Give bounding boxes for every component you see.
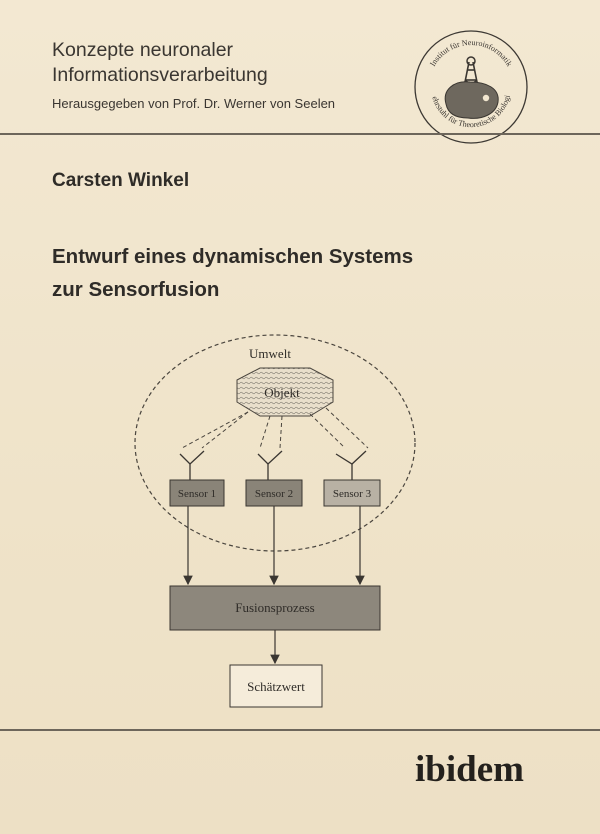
environment-boundary [134, 334, 416, 552]
estimate-label: Schätzwert [247, 679, 305, 694]
institute-logo: Institut für Neuroinformatik Lehrstuhl f… [412, 28, 528, 144]
sensor-arrows [183, 506, 365, 586]
fusion-box [169, 585, 381, 631]
book-title: Entwurf eines dynamischen Systems zur Se… [52, 240, 413, 306]
brain-icon [444, 81, 499, 119]
sensor-fusion-diagram: Umwelt Objekt Sensor 1 Sensor 2 Se [134, 334, 416, 708]
book-title-line2: zur Sensorfusion [52, 278, 220, 301]
sensor-label-1: Sensor 1 [178, 488, 216, 500]
environment-label: Umwelt [249, 346, 291, 361]
logo-top-text: Institut für Neuroinformatik [428, 38, 514, 68]
sensor-receiver-icon [179, 450, 205, 465]
author: Carsten Winkel [52, 170, 190, 191]
sensor-box-3 [323, 479, 381, 507]
signal-lines [181, 407, 369, 449]
fusion-label: Fusionsprozess [235, 600, 314, 615]
bottom-divider [0, 729, 600, 731]
sensor-label-3: Sensor 3 [333, 488, 372, 500]
estimate-box [229, 664, 323, 708]
sensor-receiver-icon [335, 450, 367, 465]
top-divider [0, 133, 600, 135]
series-title-line1: Konzepte neuronaler [52, 39, 234, 61]
sensor-box-1 [169, 479, 225, 507]
sensor-receiver-icon [257, 450, 283, 465]
sensor-label-2: Sensor 2 [255, 488, 293, 500]
series-editor: Herausgegeben von Prof. Dr. Werner von S… [52, 96, 336, 111]
object-shape [236, 367, 334, 417]
object-label: Objekt [264, 385, 300, 400]
book-title-line1: Entwurf eines dynamischen Systems [52, 245, 414, 268]
publisher-logo: ibidem [415, 749, 524, 790]
series-title-line2: Informationsverarbeitung [52, 64, 268, 86]
series-title: Konzepte neuronaler Informationsverarbei… [52, 38, 268, 88]
sensor-box-2 [245, 479, 303, 507]
